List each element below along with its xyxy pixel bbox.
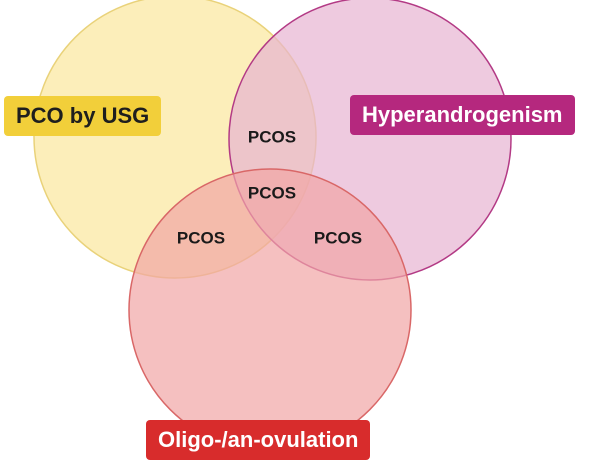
pco-by-usg-label: PCO by USG (4, 96, 162, 136)
region-label-pco-hyper: PCOS (248, 128, 296, 147)
region-label-hyper-oligo: PCOS (314, 229, 362, 248)
oligo-an-ovulation-label: Oligo-/an-ovulation (146, 420, 371, 460)
hyperandrogenism-label: Hyperandrogenism (350, 95, 575, 135)
region-label-all-three: PCOS (248, 184, 296, 203)
region-label-pco-oligo: PCOS (177, 229, 225, 248)
circle-oligo-an-ovulation (128, 168, 412, 452)
